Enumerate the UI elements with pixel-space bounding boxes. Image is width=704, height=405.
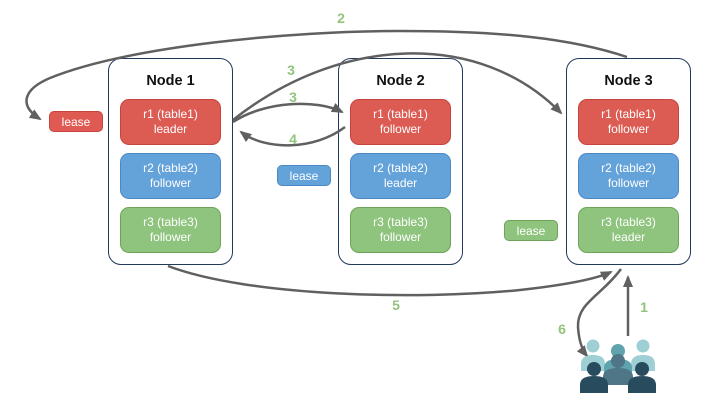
replica-name: r3 (table3) xyxy=(601,215,656,229)
arrow-5 xyxy=(167,264,613,297)
replica-name: r3 (table3) xyxy=(143,215,198,229)
replica-name: r3 (table3) xyxy=(373,215,428,229)
node-3-container: Node 3 r1 (table1) follower r2 (table2) … xyxy=(566,58,691,265)
replica-name: r2 (table2) xyxy=(373,161,428,175)
step-label-3-lower: 3 xyxy=(289,89,297,105)
lease-badge-table1: lease xyxy=(49,111,103,132)
node-2-title: Node 2 xyxy=(376,73,425,89)
replica-role: follower xyxy=(149,176,192,190)
step-label-4: 4 xyxy=(289,131,297,147)
replica-name: r2 (table2) xyxy=(143,161,198,175)
replica-name: r1 (table1) xyxy=(601,107,656,121)
replica-role: follower xyxy=(379,122,422,136)
replica-role: leader xyxy=(153,122,188,136)
step-label-6: 6 xyxy=(558,321,566,337)
node-1-replica-r3: r3 (table3) follower xyxy=(120,207,221,253)
node-3-replica-r1: r1 (table1) follower xyxy=(578,99,679,145)
step-label-5: 5 xyxy=(392,297,400,313)
node-3-replica-r3: r3 (table3) leader xyxy=(578,207,679,253)
lease-badge-table3: lease xyxy=(504,220,558,241)
users-group-icon xyxy=(580,339,656,393)
step-label-2: 2 xyxy=(337,10,345,26)
lease-badge-table2: lease xyxy=(277,165,331,186)
node-1-replica-r2: r2 (table2) follower xyxy=(120,153,221,199)
replica-role: follower xyxy=(607,176,650,190)
replica-role: follower xyxy=(607,122,650,136)
node-2-replica-r3: r3 (table3) follower xyxy=(350,207,451,253)
node-1-title: Node 1 xyxy=(146,73,195,89)
arrow-6 xyxy=(576,268,623,358)
replica-role: follower xyxy=(379,230,422,244)
step-label-1: 1 xyxy=(640,299,648,315)
replica-name: r2 (table2) xyxy=(601,161,656,175)
node-3-title: Node 3 xyxy=(604,73,653,89)
replica-role: follower xyxy=(149,230,192,244)
replica-role: leader xyxy=(611,230,646,244)
step-label-3-upper: 3 xyxy=(287,62,295,78)
replica-name: r1 (table1) xyxy=(143,107,198,121)
node-1-container: Node 1 r1 (table1) leader r2 (table2) fo… xyxy=(108,58,233,265)
node-2-replica-r1: r1 (table1) follower xyxy=(350,99,451,145)
node-2-replica-r2: r2 (table2) leader xyxy=(350,153,451,199)
node-1-replica-r1: r1 (table1) leader xyxy=(120,99,221,145)
replica-role: leader xyxy=(383,176,418,190)
node-2-container: Node 2 r1 (table1) follower r2 (table2) … xyxy=(338,58,463,265)
node-3-replica-r2: r2 (table2) follower xyxy=(578,153,679,199)
replica-name: r1 (table1) xyxy=(373,107,428,121)
arrow-3-to-node2 xyxy=(232,102,344,124)
